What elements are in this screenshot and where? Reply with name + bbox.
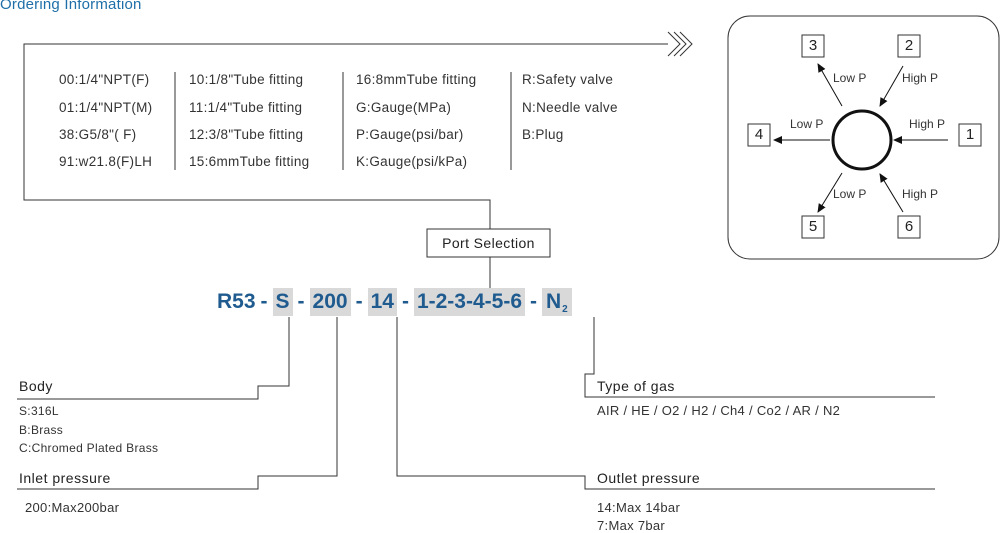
arrow-port-2 [879, 65, 904, 107]
arrow-port-3 [817, 63, 843, 107]
regulator-body-circle [831, 109, 893, 171]
code-sep-2: - [297, 290, 305, 313]
port-selection-label: Port Selection [442, 235, 535, 251]
option-col3-row2: G:Gauge(MPa) [356, 100, 452, 115]
port-number-2: 2 [904, 37, 914, 54]
port-number-3: 3 [808, 37, 818, 54]
gas-leader-line [584, 317, 935, 398]
port5-label: Low P [833, 187, 867, 201]
option-col2-row2: 11:1/4"Tube fitting [189, 100, 303, 115]
port3-label: Low P [833, 71, 867, 85]
port-diagram-frame [727, 15, 1000, 260]
part-code: R53 - S - 200 - 14 - 1-2-3-4-5-6 - N2 [217, 288, 572, 316]
code-gas-letter: N [546, 290, 562, 313]
body-item-1: S:316L [19, 404, 59, 418]
body-heading: Body [19, 378, 53, 394]
outlet-pressure-item-1: 14:Max 14bar [597, 500, 681, 515]
port-number-6: 6 [904, 218, 914, 235]
port-box-1 [958, 123, 982, 147]
port-number-4: 4 [754, 126, 764, 143]
option-col2-row4: 15:6mmTube fitting [189, 154, 310, 169]
option-col1-row4: 91:w21.8(F)LH [59, 154, 153, 169]
body-item-3: C:Chromed Plated Brass [19, 441, 159, 455]
option-col3-row4: K:Gauge(psi/kPa) [356, 154, 468, 169]
option-col1-row1: 00:1/4"NPT(F) [59, 72, 150, 87]
code-outlet: 14 [367, 288, 397, 316]
body-item-2: B:Brass [19, 423, 64, 437]
port-box-5 [801, 215, 825, 239]
arrow-port-5 [817, 172, 843, 213]
option-col4-row3: B:Plug [522, 127, 564, 142]
outlet-pressure-heading: Outlet pressure [597, 470, 701, 486]
code-sep-5: - [530, 290, 537, 313]
code-body: S [272, 288, 293, 316]
port-selection-box [426, 228, 551, 258]
option-col2-row3: 12:3/8"Tube fitting [189, 127, 304, 142]
port4-label: Low P [790, 117, 824, 131]
chevron-arrow-icon [667, 31, 693, 57]
port-number-5: 5 [808, 218, 818, 235]
section-title: Ordering Information [0, 0, 142, 13]
option-col1-row3: 38:G5/8"( F) [59, 127, 137, 142]
port-box-2 [897, 34, 921, 58]
port-box-4 [747, 123, 771, 147]
code-gas-subscript: 2 [562, 304, 568, 315]
inlet-pressure-heading: Inlet pressure [19, 470, 111, 486]
port-box-6 [897, 215, 921, 239]
code-sep-4: - [401, 290, 409, 313]
outlet-pressure-item-2: 7:Max 7bar [597, 518, 666, 533]
gas-type-heading: Type of gas [597, 378, 675, 394]
gas-type-item-1: AIR / HE / O2 / H2 / Ch4 / Co2 / AR / N2 [597, 403, 841, 418]
arrow-port-6 [879, 173, 904, 213]
code-prefix: R53 [217, 290, 256, 313]
port1-label: High P [909, 117, 946, 131]
option-col2-row1: 10:1/8"Tube fitting [189, 72, 304, 87]
option-col3-row3: P:Gauge(psi/bar) [356, 127, 464, 142]
port-box-3 [801, 34, 825, 58]
port2-label: High P [902, 71, 939, 85]
code-sep-1: - [260, 290, 268, 313]
outlet-leader-line [396, 317, 935, 490]
code-gas: N2 [542, 288, 572, 316]
inlet-pressure-item-1: 200:Max200bar [25, 500, 120, 515]
options-frame-line [23, 43, 668, 229]
code-inlet: 200 [309, 288, 351, 316]
option-col1-row2: 01:1/4"NPT(M) [59, 100, 153, 115]
port6-label: High P [902, 187, 939, 201]
option-col3-row1: 16:8mmTube fitting [356, 72, 477, 87]
code-ports: 1-2-3-4-5-6 [413, 288, 525, 316]
port-number-1: 1 [965, 126, 975, 143]
inlet-leader-line [17, 317, 338, 490]
body-leader-line [17, 317, 290, 400]
option-col4-row1: R:Safety valve [522, 72, 614, 87]
code-sep-3: - [355, 290, 363, 313]
option-col4-row2: N:Needle valve [522, 100, 618, 115]
